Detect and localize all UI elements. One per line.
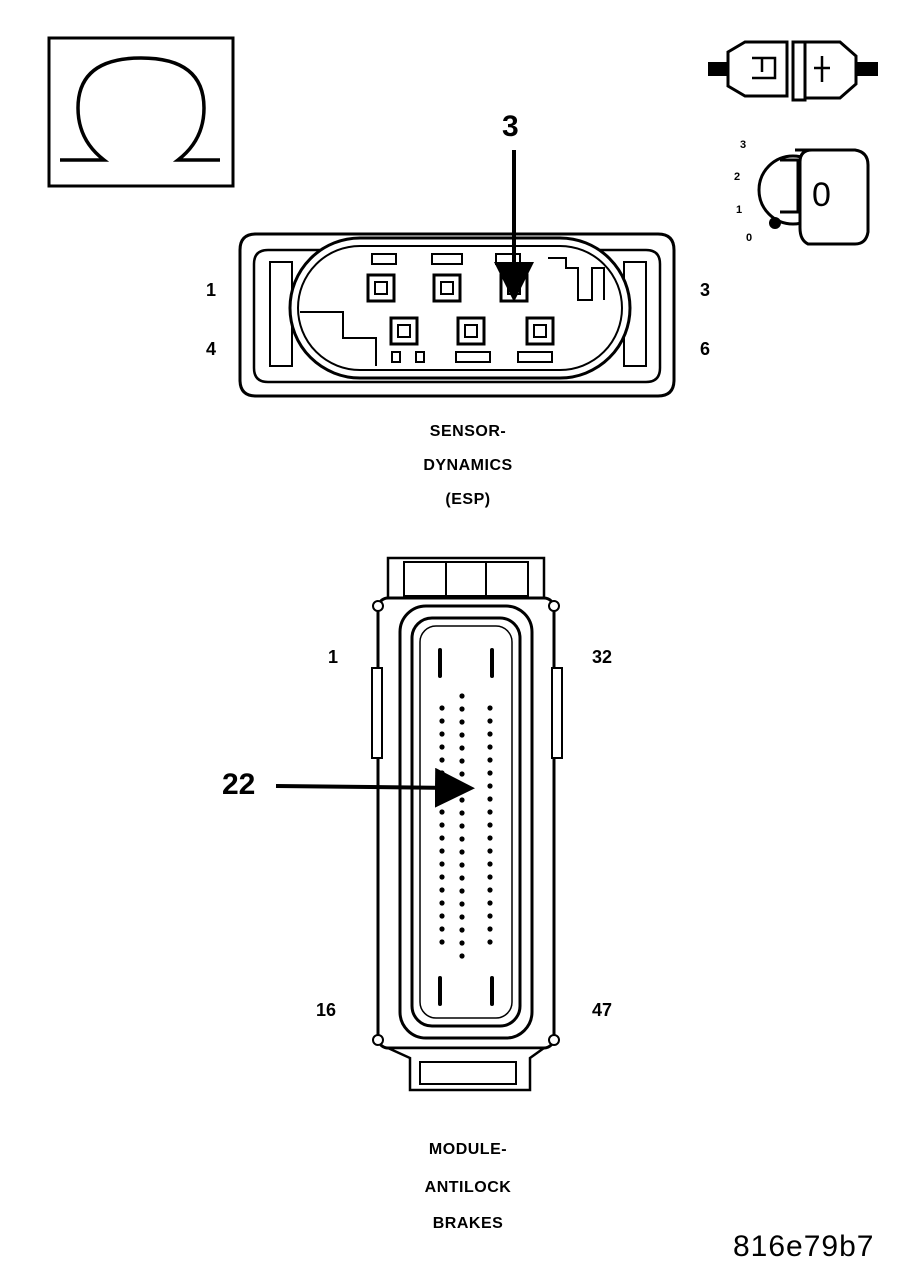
abs-pin-dot	[439, 874, 445, 880]
abs-pin-dot	[439, 744, 445, 750]
abs-caption-line-3: BRAKES	[432, 1215, 504, 1232]
key-position-1: 1	[736, 204, 743, 216]
figure-code: 816e79b7	[733, 1230, 875, 1263]
abs-pin-dot	[459, 771, 465, 777]
key-position-0: 0	[746, 232, 753, 244]
abs-caption-line-1: MODULE-	[428, 1141, 508, 1158]
esp-caption-line-2: DYNAMICS	[423, 457, 513, 474]
abs-pin-dot	[439, 796, 445, 802]
esp-caption-line-1: SENSOR-	[429, 423, 507, 440]
abs-pin-dot	[459, 940, 465, 946]
abs-pin-dot	[459, 823, 465, 829]
abs-pin-dot	[487, 783, 493, 789]
esp-callout-pin: 3	[502, 110, 519, 143]
abs-pin-dot	[459, 901, 465, 907]
abs-callout-arrow	[275, 767, 475, 808]
abs-pin-dot	[439, 731, 445, 737]
esp-caption-line-3: (ESP)	[445, 491, 491, 508]
abs-pin-dot	[459, 758, 465, 764]
abs-pin-dot	[459, 719, 465, 725]
abs-pin-dot	[459, 927, 465, 933]
abs-pin-dot	[459, 862, 465, 868]
abs-callout-pin: 22	[222, 768, 256, 801]
abs-pin-dot	[439, 861, 445, 867]
abs-pin-dot	[439, 913, 445, 919]
esp-pin-cavity	[389, 316, 419, 346]
abs-pin-dot	[487, 939, 493, 945]
abs-caption-line-2: ANTILOCK	[424, 1179, 512, 1196]
abs-pin-dot	[459, 784, 465, 790]
abs-pin-dot	[487, 926, 493, 932]
abs-pin-label-bottom-right: 47	[592, 1000, 613, 1020]
esp-connector	[238, 232, 676, 398]
abs-pin-dot	[459, 810, 465, 816]
abs-pin-label-top-right: 32	[592, 647, 613, 667]
esp-pin-label-bottom-left: 4	[206, 339, 217, 359]
abs-pin-dot	[487, 848, 493, 854]
ohmmeter-icon	[47, 36, 235, 188]
esp-pin-cavity	[432, 273, 462, 303]
abs-pin-dot	[487, 744, 493, 750]
abs-pin-dot	[487, 757, 493, 763]
key-position-3: 3	[740, 139, 747, 151]
abs-pin-dot	[487, 770, 493, 776]
abs-pin-dot	[459, 797, 465, 803]
abs-pin-dot	[487, 718, 493, 724]
esp-pin-label-bottom-right: 6	[700, 339, 711, 359]
abs-pin-dot	[439, 770, 445, 776]
abs-pin-dot	[487, 900, 493, 906]
esp-pin-cavity	[525, 316, 555, 346]
connector-disconnected-icon	[708, 40, 878, 102]
abs-pin-dot	[459, 732, 465, 738]
abs-pin-dot	[439, 835, 445, 841]
abs-pin-dot	[459, 693, 465, 699]
abs-pin-dot	[459, 888, 465, 894]
abs-pin-dot	[439, 900, 445, 906]
abs-pin-dot	[487, 861, 493, 867]
ignition-key-icon	[757, 148, 870, 246]
abs-pin-dot	[439, 705, 445, 711]
abs-pin-label-top-left: 1	[328, 647, 339, 667]
abs-pin-dot	[487, 835, 493, 841]
abs-connector	[371, 556, 563, 1092]
abs-pin-dot	[487, 809, 493, 815]
abs-pin-dot	[459, 953, 465, 959]
esp-pin-cavity	[456, 316, 486, 346]
key-position-2: 2	[734, 171, 741, 183]
abs-pin-dot	[487, 822, 493, 828]
abs-pin-dot	[439, 809, 445, 815]
esp-pin-label-top-right: 3	[700, 280, 711, 300]
abs-pin-dot	[439, 848, 445, 854]
abs-pin-dot	[459, 849, 465, 855]
abs-pin-dot	[487, 887, 493, 893]
abs-pin-dot	[459, 875, 465, 881]
abs-pin-dot	[487, 731, 493, 737]
abs-pin-dot	[439, 926, 445, 932]
abs-pin-dot	[487, 913, 493, 919]
key-selected-position: 0	[812, 176, 831, 214]
abs-pin-dot	[459, 836, 465, 842]
abs-pin-dot	[439, 718, 445, 724]
esp-pin-cavity	[366, 273, 396, 303]
abs-pin-dot	[439, 887, 445, 893]
abs-pin-dot	[439, 822, 445, 828]
abs-pin-dot	[459, 706, 465, 712]
abs-pin-dot	[459, 745, 465, 751]
abs-pin-dot	[487, 705, 493, 711]
abs-pin-label-bottom-left: 16	[316, 1000, 337, 1020]
abs-pin-dot	[487, 796, 493, 802]
abs-pin-dot	[439, 939, 445, 945]
esp-pin-label-top-left: 1	[206, 280, 217, 300]
abs-pin-dot	[439, 757, 445, 763]
abs-pin-dot	[487, 874, 493, 880]
abs-pin-dot	[459, 914, 465, 920]
